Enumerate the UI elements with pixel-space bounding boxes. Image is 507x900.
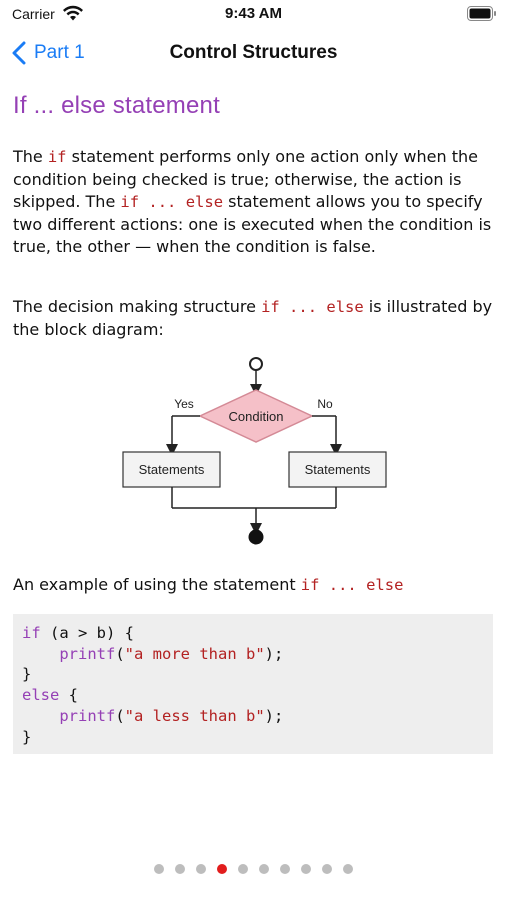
text-span: The: [13, 147, 48, 166]
page-dot[interactable]: [343, 864, 353, 874]
paragraph-diagram-intro: The decision making structure if ... els…: [13, 296, 493, 341]
condition-label: Condition: [229, 409, 284, 424]
back-button-label: Part 1: [34, 42, 85, 63]
code-text-span: (: [115, 644, 125, 663]
code-string: "a less than b": [124, 706, 265, 725]
code-indent: [22, 707, 59, 725]
code-keyword: else: [22, 686, 60, 705]
page-dot[interactable]: [175, 864, 185, 874]
section-heading: If ... else statement: [13, 92, 220, 119]
page-title: Control Structures: [169, 42, 338, 63]
code-text-span: {: [59, 686, 78, 705]
condition-diamond: [198, 389, 314, 443]
yes-label: Yes: [174, 397, 194, 411]
code-function: printf: [59, 644, 116, 663]
keyword-if: if: [47, 148, 67, 166]
code-text-span: }: [22, 665, 32, 684]
chevron-left-icon: [12, 41, 26, 65]
page-dot[interactable]: [238, 864, 248, 874]
code-text-span: (: [115, 706, 125, 725]
status-bar: Carrier 9:43 AM: [0, 0, 507, 28]
code-block: if (a > b) { printf("a more than b"); } …: [13, 614, 493, 754]
statements-label-right: Statements: [305, 462, 371, 477]
page-dot[interactable]: [217, 864, 227, 874]
statements-box-right: [288, 451, 387, 488]
statements-label-left: Statements: [139, 462, 205, 477]
start-node: [249, 357, 263, 371]
page-dot[interactable]: [259, 864, 269, 874]
text-span: statement allows you to specify two diff…: [13, 192, 492, 256]
page-indicator[interactable]: [0, 864, 507, 874]
code-string: "a more than b": [124, 644, 265, 663]
code-text-span: (a > b) {: [40, 624, 134, 642]
navigation-bar: Part 1 Control Structures: [0, 30, 507, 74]
back-button[interactable]: Part 1: [12, 38, 85, 68]
text-span: An example of using the statement: [13, 575, 301, 594]
code-indent: [22, 645, 59, 663]
code-keyword: if: [22, 624, 41, 642]
end-node: [248, 529, 264, 545]
keyword-if-else: if ... else: [261, 298, 364, 316]
page-dot[interactable]: [280, 864, 290, 874]
paragraph-example-intro: An example of using the statement if ...…: [13, 574, 493, 597]
battery-icon: [467, 6, 496, 21]
page-dot[interactable]: [196, 864, 206, 874]
page-dot[interactable]: [154, 864, 164, 874]
no-label: No: [317, 397, 333, 411]
page-dot[interactable]: [322, 864, 332, 874]
code-text-span: );: [264, 706, 284, 725]
status-time: 9:43 AM: [225, 5, 282, 22]
keyword-if-else: if ... else: [120, 193, 224, 211]
keyword-if-else: if ... else: [300, 576, 404, 594]
text-span: The decision making structure: [13, 297, 262, 316]
paragraph-intro: The if statement performs only one actio…: [13, 146, 493, 259]
code-function: printf: [59, 706, 116, 725]
code-text-span: }: [22, 727, 32, 746]
text-span: is illustrated by the block diagram:: [13, 297, 493, 339]
code-text-span: );: [264, 644, 284, 663]
page-dot[interactable]: [301, 864, 311, 874]
block-diagram: Condition Yes No Statements Statements: [122, 357, 387, 545]
carrier-label: Carrier: [12, 6, 55, 22]
wifi-icon: [63, 5, 83, 21]
lesson-content: If ... else statement The if statement p…: [13, 92, 493, 754]
code-text: if (a > b) { printf("a more than b"); } …: [13, 614, 493, 747]
text-span: statement performs only one action only …: [13, 147, 478, 211]
